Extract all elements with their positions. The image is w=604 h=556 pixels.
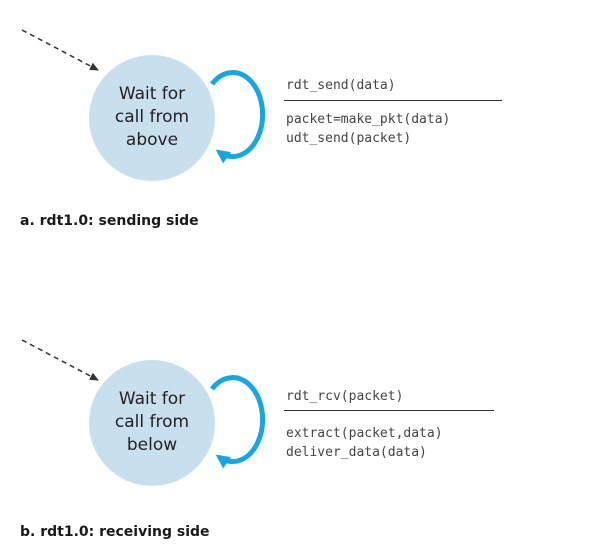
state-label: Wait for call from above (87, 83, 217, 152)
fsm-sender: Wait for call from above rdt_send(data) … (20, 29, 502, 229)
state-label-line: call from (114, 107, 190, 127)
transition-divider (284, 410, 494, 411)
state-label-line: above (125, 130, 179, 150)
self-loop-arrow (210, 70, 266, 164)
transition-action: udt_send(packet) (286, 131, 412, 146)
state-label-line: call from (114, 412, 190, 432)
state-circle (89, 360, 215, 486)
transition-event: rdt_send(data) (286, 78, 396, 93)
caption: a. rdt1.0: sending side (20, 213, 199, 229)
transition-divider (284, 100, 502, 101)
fsm-receiver: Wait for call from below rdt_rcv(packet)… (0, 278, 604, 556)
transition-event: rdt_rcv(packet) (286, 389, 404, 404)
state-label-line: below (126, 435, 178, 455)
initial-state-arrow (21, 29, 99, 71)
state-label-line: Wait for (118, 84, 186, 104)
fsm-receiver-graphic (21, 339, 266, 486)
initial-state-arrow (21, 339, 99, 381)
state-circle (89, 55, 215, 181)
state-label: Wait for call from below (87, 388, 217, 457)
state-label-line: Wait for (118, 389, 186, 409)
fsm-sender-graphic (21, 29, 266, 181)
transition-action: deliver_data(data) (286, 445, 427, 460)
caption: b. rdt1.0: receiving side (20, 524, 210, 540)
transition-action: extract(packet,data) (286, 426, 443, 441)
transition-action: packet=make_pkt(data) (286, 112, 451, 127)
self-loop-arrow (210, 375, 266, 469)
